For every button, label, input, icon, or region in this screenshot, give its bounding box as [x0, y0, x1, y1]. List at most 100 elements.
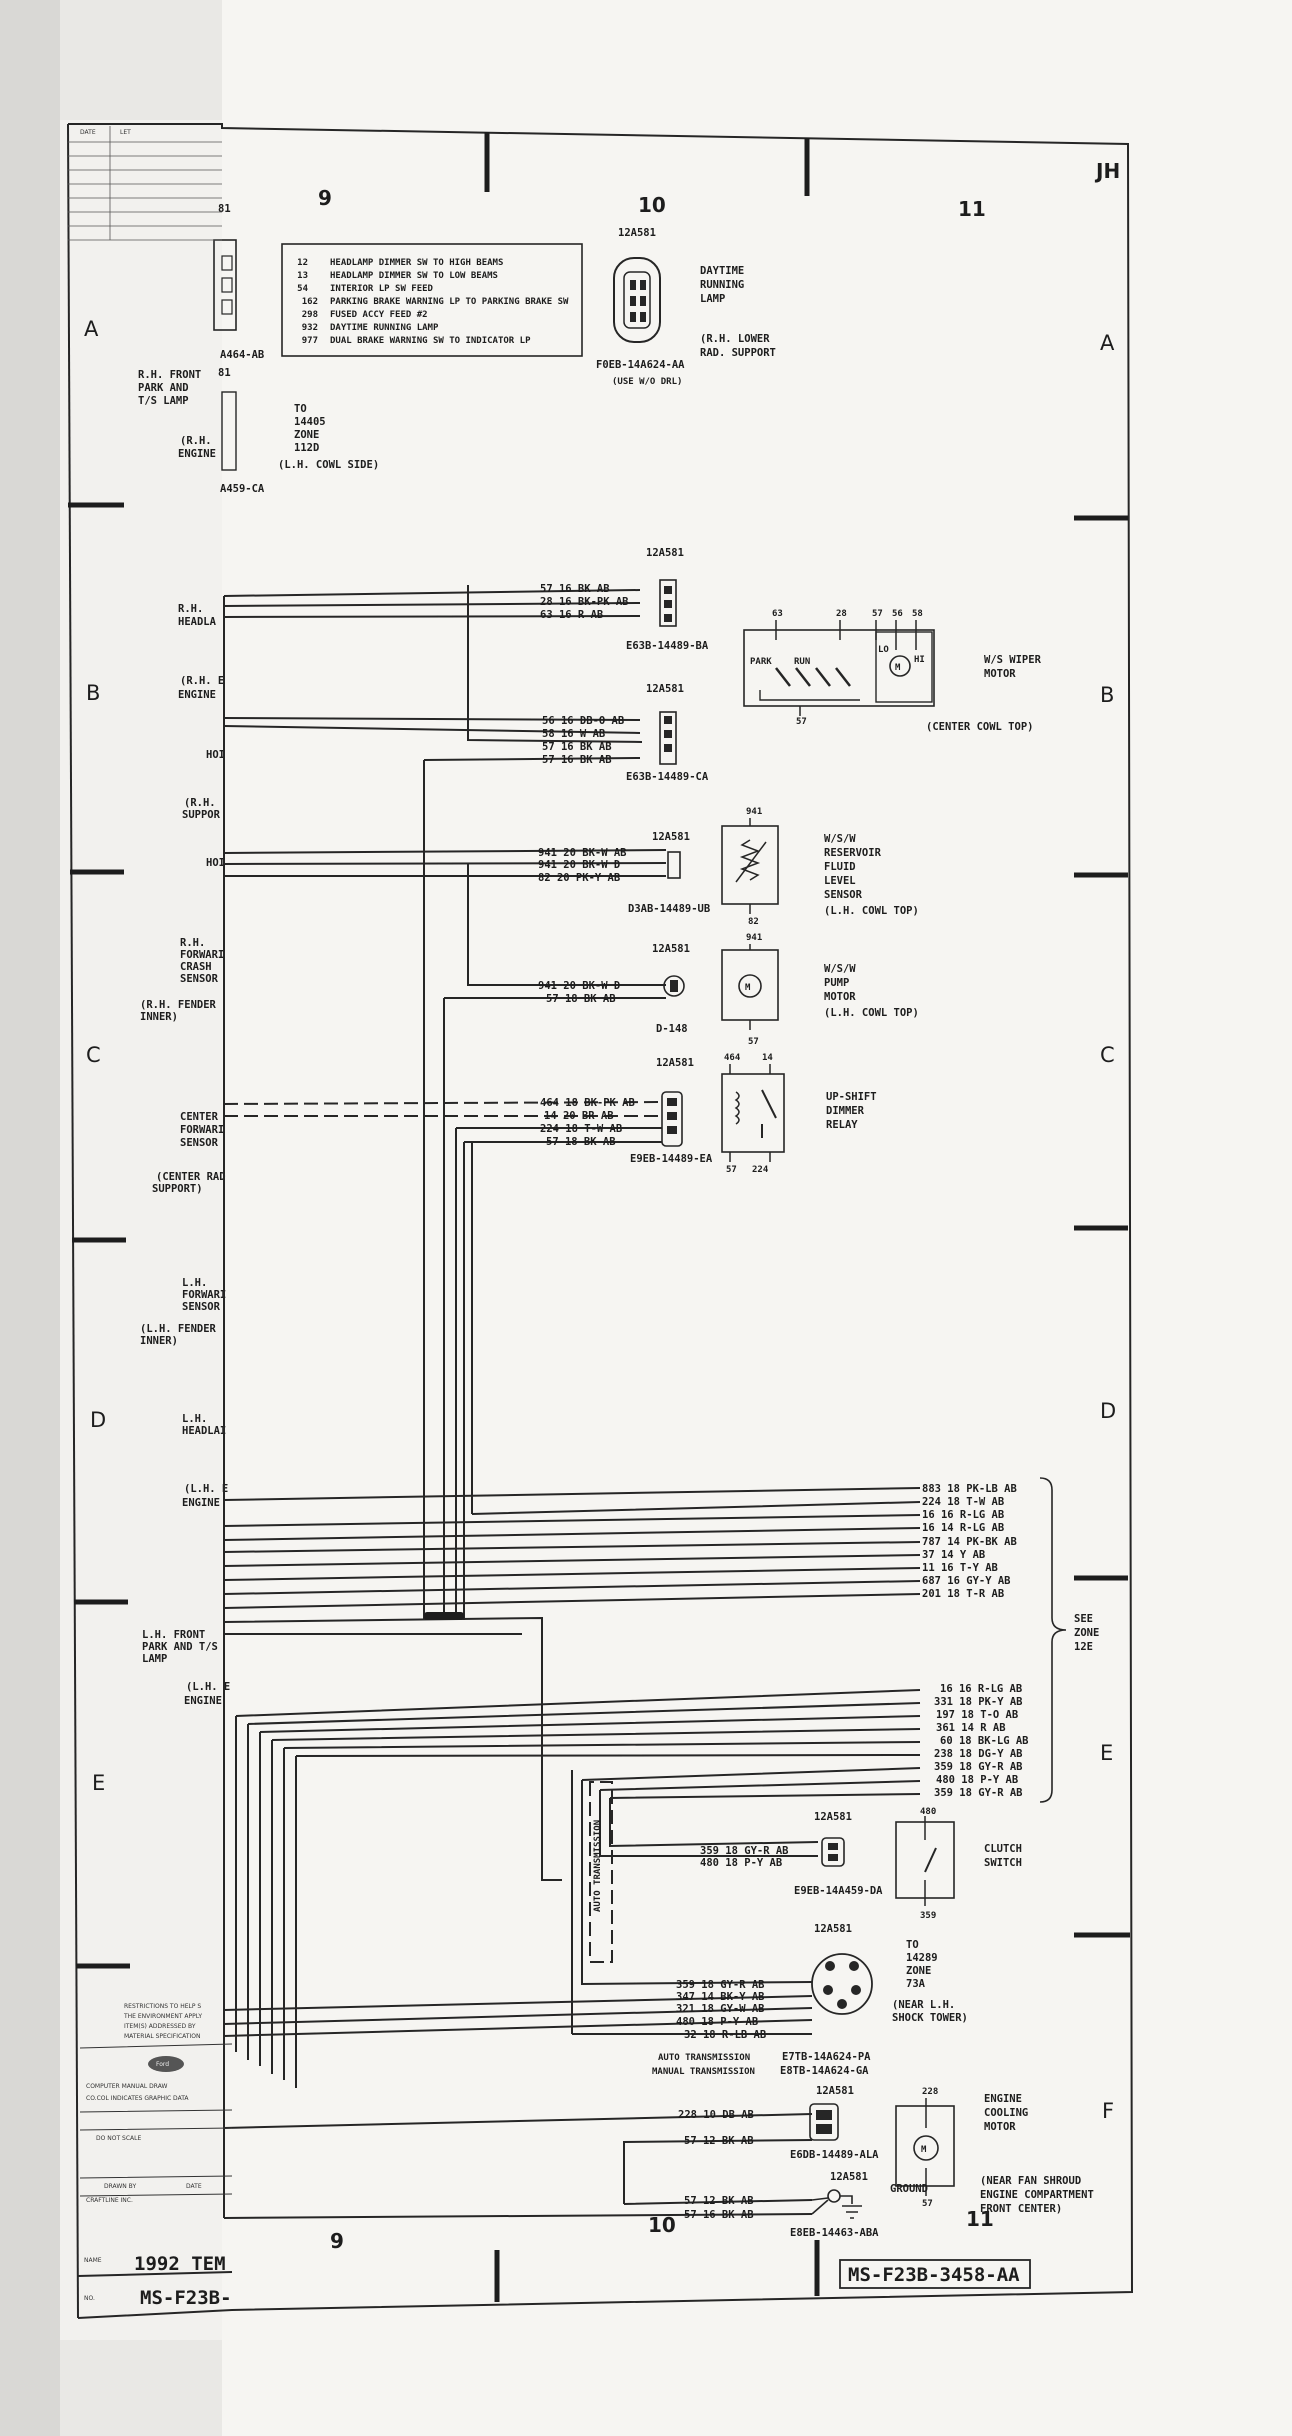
- bundle-brace: [1039, 1477, 1067, 1803]
- svg-text:CRAFTLINE INC.: CRAFTLINE INC.: [86, 2197, 133, 2204]
- left-frag: SENSOR: [180, 1137, 219, 1149]
- zone-row-b-right: B: [1100, 683, 1114, 707]
- svg-text:941 20 BK-W D: 941 20 BK-W D: [538, 980, 620, 992]
- svg-text:SENSOR: SENSOR: [824, 889, 863, 901]
- svg-text:201 18 T-R AB: 201 18 T-R AB: [922, 1588, 1004, 1600]
- svg-text:E7TB-14A624-PA: E7TB-14A624-PA: [782, 2051, 871, 2063]
- svg-text:GROUND: GROUND: [890, 2183, 928, 2195]
- svg-text:112D: 112D: [294, 442, 319, 454]
- svg-text:331 18 PK-Y AB: 331 18 PK-Y AB: [934, 1696, 1023, 1708]
- svg-text:ZONE: ZONE: [1074, 1627, 1099, 1639]
- svg-text:12A581: 12A581: [814, 1923, 852, 1935]
- drl-note: (USE W/O DRL): [612, 377, 682, 387]
- zone-col-11-bottom: 11: [966, 2207, 994, 2231]
- svg-text:TO: TO: [906, 1939, 919, 1951]
- left-border: [67, 123, 79, 2319]
- svg-text:MOTOR: MOTOR: [824, 991, 856, 1003]
- svg-text:DATE: DATE: [186, 2183, 202, 2190]
- sheet-border: [68, 123, 1134, 2319]
- legend-text: PARKING BRAKE WARNING LP TO PARKING BRAK…: [330, 297, 569, 307]
- drl-name-3: LAMP: [700, 293, 725, 305]
- left-frag: L.H.: [182, 1277, 207, 1289]
- svg-text:480: 480: [920, 1807, 936, 1817]
- svg-text:12A581: 12A581: [646, 547, 684, 559]
- svg-text:SWITCH: SWITCH: [984, 1857, 1022, 1869]
- zone-col-9-bottom: 9: [330, 2229, 344, 2253]
- svg-text:W/S/W: W/S/W: [824, 833, 856, 845]
- legend-num: 977: [302, 336, 318, 346]
- svg-text:73A: 73A: [906, 1978, 926, 1990]
- to-14405-ref: TO 14405 ZONE 112D (L.H. COWL SIDE): [278, 403, 379, 471]
- svg-text:12E: 12E: [1074, 1641, 1093, 1653]
- left-frag: HOI: [206, 749, 225, 761]
- zone-row-c-left: C: [86, 1043, 101, 1067]
- svg-text:57 16 BK AB: 57 16 BK AB: [542, 754, 612, 766]
- svg-text:ITEM(S) ADDRESSED BY: ITEM(S) ADDRESSED BY: [124, 2023, 196, 2030]
- svg-text:W/S WIPER: W/S WIPER: [984, 654, 1042, 666]
- wire-legend-box: [281, 243, 583, 357]
- svg-text:941 20 BK-W D: 941 20 BK-W D: [538, 859, 620, 871]
- svg-text:RUN: RUN: [794, 657, 810, 667]
- clutch-switch: 480 359 CLUTCH SWITCH: [895, 1807, 1022, 1921]
- svg-text:321 18 GY-W AB: 321 18 GY-W AB: [676, 2003, 765, 2015]
- left-frag: FORWARI: [180, 1124, 224, 1136]
- svg-text:NO.: NO.: [84, 2295, 95, 2302]
- svg-text:CO.COL INDICATES GRAPHIC DATA: CO.COL INDICATES GRAPHIC DATA: [86, 2095, 189, 2102]
- svg-text:58: 58: [912, 609, 923, 619]
- zone-col-11: 11: [958, 197, 986, 221]
- svg-text:12A581: 12A581: [652, 831, 690, 843]
- svg-text:12A581: 12A581: [652, 943, 690, 955]
- svg-text:12A581: 12A581: [646, 683, 684, 695]
- svg-text:RESTRICTIONS TO HELP S: RESTRICTIONS TO HELP S: [124, 2003, 201, 2010]
- svg-text:480 18 P-Y AB: 480 18 P-Y AB: [936, 1774, 1018, 1786]
- svg-text:883 18 PK-LB AB: 883 18 PK-LB AB: [922, 1483, 1017, 1495]
- zone-col-10: 10: [638, 193, 666, 217]
- drl-part: F0EB-14A624-AA: [596, 359, 685, 371]
- svg-text:FRONT CENTER): FRONT CENTER): [980, 2203, 1062, 2215]
- left-frag: HOI: [206, 857, 225, 869]
- ground: 12A581 57 12 BK AB 57 16 BK AB E8EB-1446…: [684, 2171, 928, 2239]
- left-frag: 81: [218, 203, 231, 215]
- svg-text:ZONE: ZONE: [294, 429, 319, 441]
- svg-text:347 14 BK-Y AB: 347 14 BK-Y AB: [676, 1991, 765, 2003]
- left-frag: A464-AB: [220, 349, 264, 361]
- drl-loc-1: (R.H. LOWER: [700, 333, 770, 345]
- left-frag: PARK AND: [138, 382, 189, 394]
- corner-mark: JH: [1094, 159, 1120, 183]
- svg-text:14289: 14289: [906, 1952, 938, 1964]
- svg-text:14: 14: [762, 1053, 773, 1063]
- zone-col-9: 9: [318, 186, 332, 210]
- svg-text:57: 57: [922, 2199, 933, 2209]
- left-frag: HEADLA: [178, 616, 217, 628]
- left-frag: (CENTER RAD: [156, 1171, 226, 1183]
- legend-text: DAYTIME RUNNING LAMP: [330, 323, 439, 333]
- zone-row-a-right: A: [1100, 331, 1115, 355]
- svg-text:W/S/W: W/S/W: [824, 963, 856, 975]
- connector-d148: 12A581 D-148 941 20 BK-W D 57 18 BK AB: [538, 943, 690, 1035]
- svg-text:687 16 GY-Y AB: 687 16 GY-Y AB: [922, 1575, 1011, 1587]
- svg-text:57 12 BK AB: 57 12 BK AB: [684, 2135, 754, 2147]
- left-frag: (L.H. FENDER: [140, 1323, 217, 1335]
- zone-row-b-left: B: [86, 681, 100, 705]
- connector-e9eb-da: 12A581 E9EB-14A459-DA 359 18 GY-R AB 480…: [700, 1811, 883, 1897]
- legend-text: INTERIOR LP SW FEED: [330, 284, 434, 294]
- svg-text:14405: 14405: [294, 416, 326, 428]
- svg-text:359 18 GY-R AB: 359 18 GY-R AB: [934, 1787, 1023, 1799]
- svg-text:57 12 BK AB: 57 12 BK AB: [684, 2195, 754, 2207]
- left-frag: R.H.: [178, 603, 203, 615]
- left-frag: ENGINE: [178, 689, 216, 701]
- svg-text:60 18 BK-LG AB: 60 18 BK-LG AB: [940, 1735, 1029, 1747]
- drl-loc-2: RAD. SUPPORT: [700, 347, 776, 359]
- svg-text:28 16 BK-PK AB: 28 16 BK-PK AB: [540, 596, 629, 608]
- left-frag: ENGINE: [178, 448, 216, 460]
- left-frag: SUPPOR: [182, 809, 221, 821]
- svg-text:COMPUTER MANUAL DRAW: COMPUTER MANUAL DRAW: [86, 2083, 167, 2090]
- svg-text:12A581: 12A581: [814, 1811, 852, 1823]
- svg-text:224 18 T-W AB: 224 18 T-W AB: [922, 1496, 1004, 1508]
- svg-text:14 20 BR AB: 14 20 BR AB: [544, 1110, 614, 1122]
- svg-text:464: 464: [724, 1053, 741, 1063]
- zone-row-e-left: E: [92, 1771, 105, 1795]
- svg-text:E9EB-14489-EA: E9EB-14489-EA: [630, 1153, 713, 1165]
- svg-text:D3AB-14489-UB: D3AB-14489-UB: [628, 903, 710, 915]
- legend-text: DUAL BRAKE WARNING SW TO INDICATOR LP: [330, 336, 531, 346]
